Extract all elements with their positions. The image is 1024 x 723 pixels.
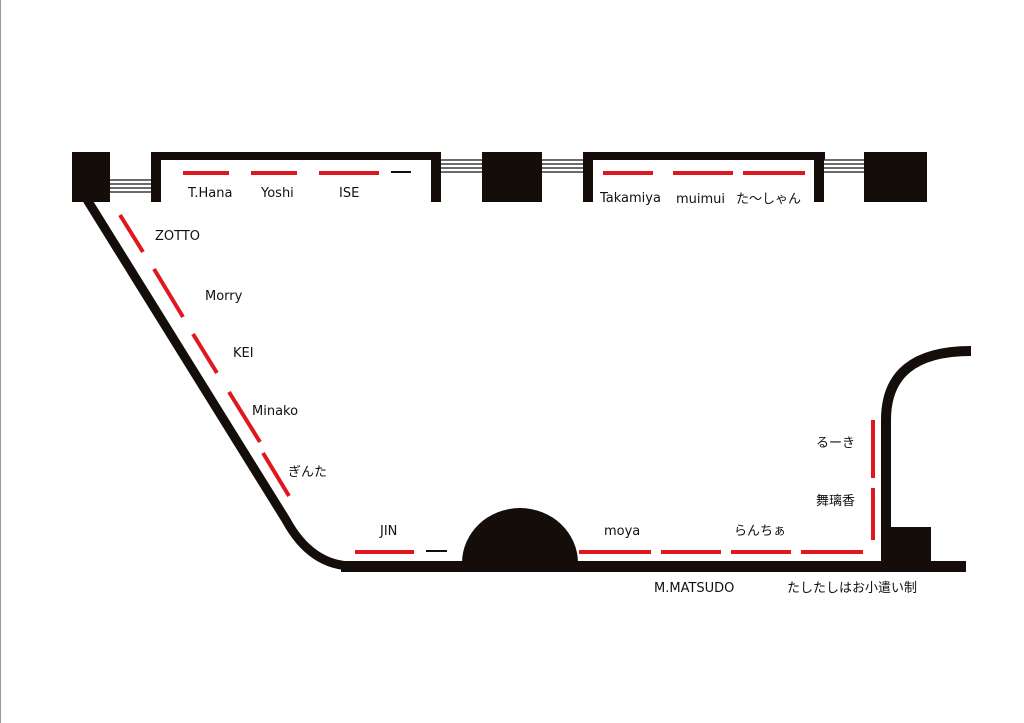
window-left [110, 179, 151, 193]
label-zotto: ZOTTO [155, 229, 201, 244]
wall-left-room-right [431, 152, 441, 202]
wall-right-curve [881, 346, 972, 530]
table-diag-3 [191, 332, 219, 375]
wall-top-right-room [583, 152, 825, 160]
window-center-right [542, 159, 583, 173]
wall-diagonal [77, 187, 354, 571]
table-diag-5 [261, 451, 291, 498]
label-tashitashi: たしたしはお小遣い制 [787, 581, 918, 596]
pillar-center [482, 152, 542, 202]
pillar-bottom-right [881, 527, 931, 567]
label-ruki: るーき [816, 436, 856, 451]
label-muimui: muimui [676, 192, 726, 207]
windows [110, 159, 864, 193]
label-ginta: ぎんた [288, 465, 328, 480]
pillar-top-left [72, 152, 110, 202]
wall-right-room-right [814, 152, 824, 202]
label-rancha: らんちぁ [734, 524, 787, 539]
window-center-left [441, 159, 482, 173]
wall-top-left-room [151, 152, 441, 160]
label-yoshi: Yoshi [261, 186, 294, 201]
label-minako: Minako [252, 404, 299, 419]
label-takamiya: Takamiya [600, 191, 661, 206]
label-maruka: 舞璃香 [816, 494, 856, 509]
label-ise: ISE [339, 186, 360, 201]
label-t-hana: T.Hana [188, 186, 233, 201]
pillar-top-right [864, 152, 927, 202]
walls [72, 152, 966, 572]
label-m-matsudo: M.MATSUDO [654, 581, 735, 596]
label-morry: Morry [205, 289, 243, 304]
label-jin: JIN [380, 524, 398, 539]
wall-bottom [341, 561, 966, 572]
table-diag-1 [118, 213, 145, 254]
wall-right-room-left [583, 152, 593, 202]
label-kei: KEI [233, 346, 254, 361]
table-diag-2 [152, 267, 185, 319]
stage-dome [462, 508, 578, 563]
label-moya: moya [604, 524, 641, 539]
booth-tables [118, 171, 875, 554]
label-ta-shan: た〜しゃん [736, 192, 802, 207]
window-right [824, 159, 864, 173]
markers [391, 171, 447, 552]
wall-left-room-left [151, 152, 161, 202]
table-diag-4 [227, 390, 262, 444]
